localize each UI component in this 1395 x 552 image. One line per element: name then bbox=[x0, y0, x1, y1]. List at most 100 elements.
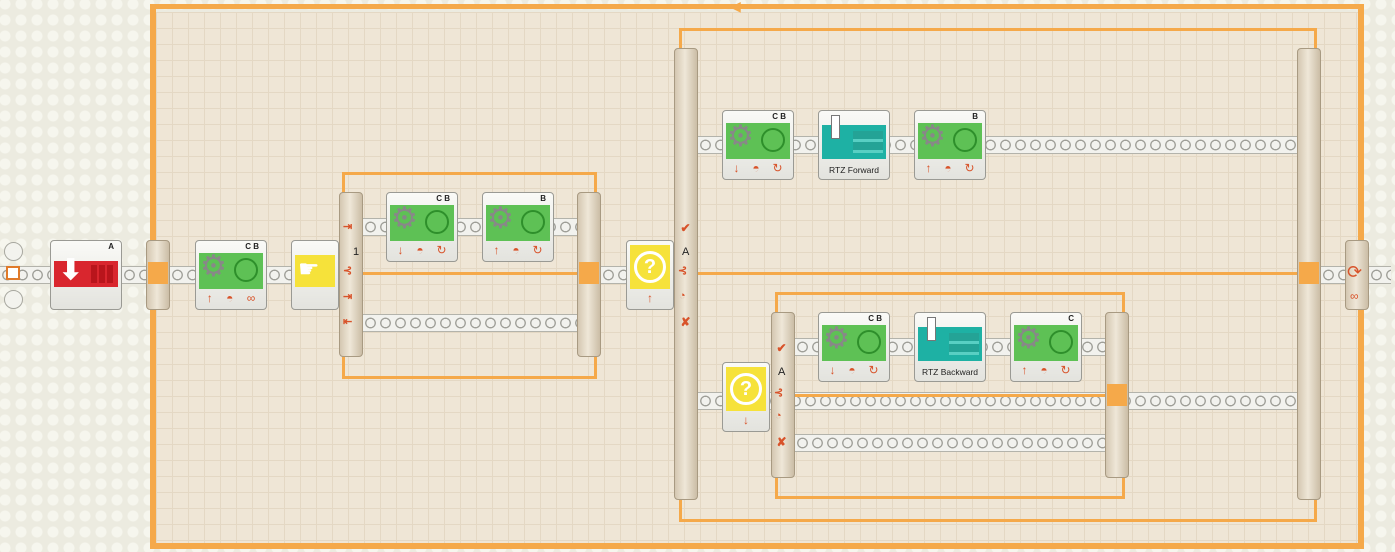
question-icon: ? bbox=[634, 251, 666, 283]
arrow-up-icon: ↑ bbox=[1021, 363, 1028, 377]
display-block[interactable]: RTZ Backward bbox=[914, 312, 986, 382]
motor-reset-block[interactable]: A ⬇ bbox=[50, 240, 122, 310]
motor-block[interactable]: C B ⚙ ↓ ◓ ↻ bbox=[386, 192, 458, 262]
sequence-beam-end bbox=[1369, 266, 1391, 284]
motor-ports: B bbox=[540, 194, 546, 203]
power-indicator bbox=[953, 128, 977, 152]
stop-icon: ⬇ bbox=[59, 254, 83, 285]
sequence-beam bbox=[170, 266, 196, 284]
case-port-icon: ⇥ bbox=[343, 221, 353, 233]
arrow-up-icon: ↑ bbox=[206, 291, 213, 305]
program-start-icon[interactable] bbox=[6, 266, 20, 280]
power-indicator bbox=[425, 210, 449, 234]
gear-icon: ⚙ bbox=[487, 202, 514, 235]
rotations-icon: ↻ bbox=[532, 243, 543, 257]
rotations-icon: ↻ bbox=[436, 243, 447, 257]
motor-block[interactable]: C ⚙ ↑ ◓ ↻ bbox=[1010, 312, 1082, 382]
switch-merge-marker bbox=[579, 262, 599, 284]
screen-icon bbox=[949, 333, 979, 355]
nested-sensor-switch-block[interactable]: ? ↓ bbox=[722, 362, 770, 432]
power-icon: ◓ bbox=[226, 291, 234, 305]
loop-end-block[interactable] bbox=[1345, 240, 1369, 310]
switch-frame-top bbox=[342, 172, 597, 175]
nested-wire-sequence bbox=[795, 394, 1107, 397]
motor-ports: C bbox=[1068, 314, 1074, 323]
motor-ports: B bbox=[972, 112, 978, 121]
switch-frame-bottom bbox=[679, 519, 1317, 522]
check-icon: ✔ bbox=[680, 221, 691, 235]
nested-switch-pillar-left bbox=[771, 312, 795, 478]
gear-icon: ⚙ bbox=[823, 322, 850, 355]
motor-ports: C B bbox=[436, 194, 450, 203]
power-indicator bbox=[521, 210, 545, 234]
power-indicator bbox=[234, 258, 258, 282]
sequence-beam bbox=[1321, 266, 1349, 284]
switch-frame-bottom bbox=[775, 496, 1125, 499]
inner-switch-pillar-left bbox=[339, 192, 363, 357]
screen-icon bbox=[853, 131, 883, 153]
arrow-up-icon: ↑ bbox=[493, 243, 500, 257]
switch-merge-marker bbox=[1299, 262, 1319, 284]
sensor-port-label: A bbox=[682, 246, 690, 258]
rotations-icon: ↻ bbox=[964, 161, 975, 175]
exclamation-icon bbox=[831, 115, 840, 139]
motor-block[interactable]: C B ⚙ ↓ ◓ ↻ bbox=[818, 312, 890, 382]
arrow-up-icon: ↑ bbox=[925, 161, 932, 175]
sequence-beam bbox=[601, 266, 629, 284]
gear-icon: ⚙ bbox=[1015, 322, 1042, 355]
sensor-switch-block[interactable]: ? ↑ bbox=[626, 240, 674, 310]
switch-wire-mid bbox=[363, 272, 579, 275]
motor-block-main[interactable]: C B ⚙ ↑ ◓ ∞ bbox=[195, 240, 267, 310]
loop-direction-arrow-icon: ◀ bbox=[730, 0, 741, 14]
display-block[interactable]: RTZ Forward bbox=[818, 110, 890, 180]
arrow-down-icon: ↓ bbox=[829, 363, 836, 377]
switch-merge-marker bbox=[1107, 384, 1127, 406]
loop-start-marker bbox=[148, 262, 168, 284]
question-icon: ? bbox=[730, 373, 762, 405]
power-icon: ◓ bbox=[416, 243, 424, 257]
display-label: RTZ Backward bbox=[921, 367, 979, 377]
rotations-icon: ↻ bbox=[772, 161, 783, 175]
infinity-icon: ∞ bbox=[1350, 289, 1359, 303]
motor-ports: C B bbox=[772, 112, 786, 121]
arrow-down-icon: ↓ bbox=[743, 413, 749, 427]
rotations-icon: ↻ bbox=[1060, 363, 1071, 377]
hand-icon: ☛ bbox=[298, 256, 320, 283]
check-icon: ✔ bbox=[776, 341, 787, 355]
switch-frame-top bbox=[775, 292, 1125, 295]
wait-block[interactable]: ☛ bbox=[291, 240, 339, 310]
display-label: RTZ Forward bbox=[829, 165, 879, 175]
power-icon: ◓ bbox=[1040, 363, 1048, 377]
gear-icon: ⚙ bbox=[200, 250, 227, 283]
arrow-up-icon: ↑ bbox=[647, 291, 653, 305]
power-indicator bbox=[857, 330, 881, 354]
outer-switch-pillar-left bbox=[674, 48, 698, 500]
compare-icon: ◔ bbox=[775, 410, 782, 422]
power-icon: ◓ bbox=[944, 161, 952, 175]
sensor-port-icon: ⊰ bbox=[774, 387, 784, 399]
switch-wire-sequence bbox=[698, 272, 1303, 275]
switch-beam-case2 bbox=[363, 314, 579, 332]
infinity-icon: ∞ bbox=[246, 291, 256, 305]
sensor-port-icon: ⊰ bbox=[678, 265, 688, 277]
motor-block[interactable]: C B ⚙ ↓ ◓ ↻ bbox=[722, 110, 794, 180]
power-indicator bbox=[761, 128, 785, 152]
sequence-beam bbox=[267, 266, 293, 284]
grid-icon bbox=[91, 265, 113, 283]
switch-frame-top bbox=[679, 28, 1317, 31]
cross-icon: ✘ bbox=[680, 315, 691, 329]
motor-block[interactable]: B ⚙ ↑ ◓ ↻ bbox=[914, 110, 986, 180]
motor-block[interactable]: B ⚙ ↑ ◓ ↻ bbox=[482, 192, 554, 262]
gear-icon: ⚙ bbox=[727, 120, 754, 153]
power-icon: ◓ bbox=[848, 363, 856, 377]
switch-case-label: 1 bbox=[353, 246, 360, 258]
case-port-icon: ⊰ bbox=[343, 265, 353, 277]
switch-frame-bottom bbox=[342, 376, 597, 379]
beam-port-upper bbox=[4, 242, 23, 261]
exclamation-icon bbox=[927, 317, 936, 341]
loop-frame-bottom bbox=[150, 543, 1364, 549]
compare-icon: ◔ bbox=[679, 290, 686, 302]
power-icon: ◓ bbox=[752, 161, 760, 175]
motor-ports: C B bbox=[868, 314, 882, 323]
sequence-beam bbox=[122, 266, 148, 284]
